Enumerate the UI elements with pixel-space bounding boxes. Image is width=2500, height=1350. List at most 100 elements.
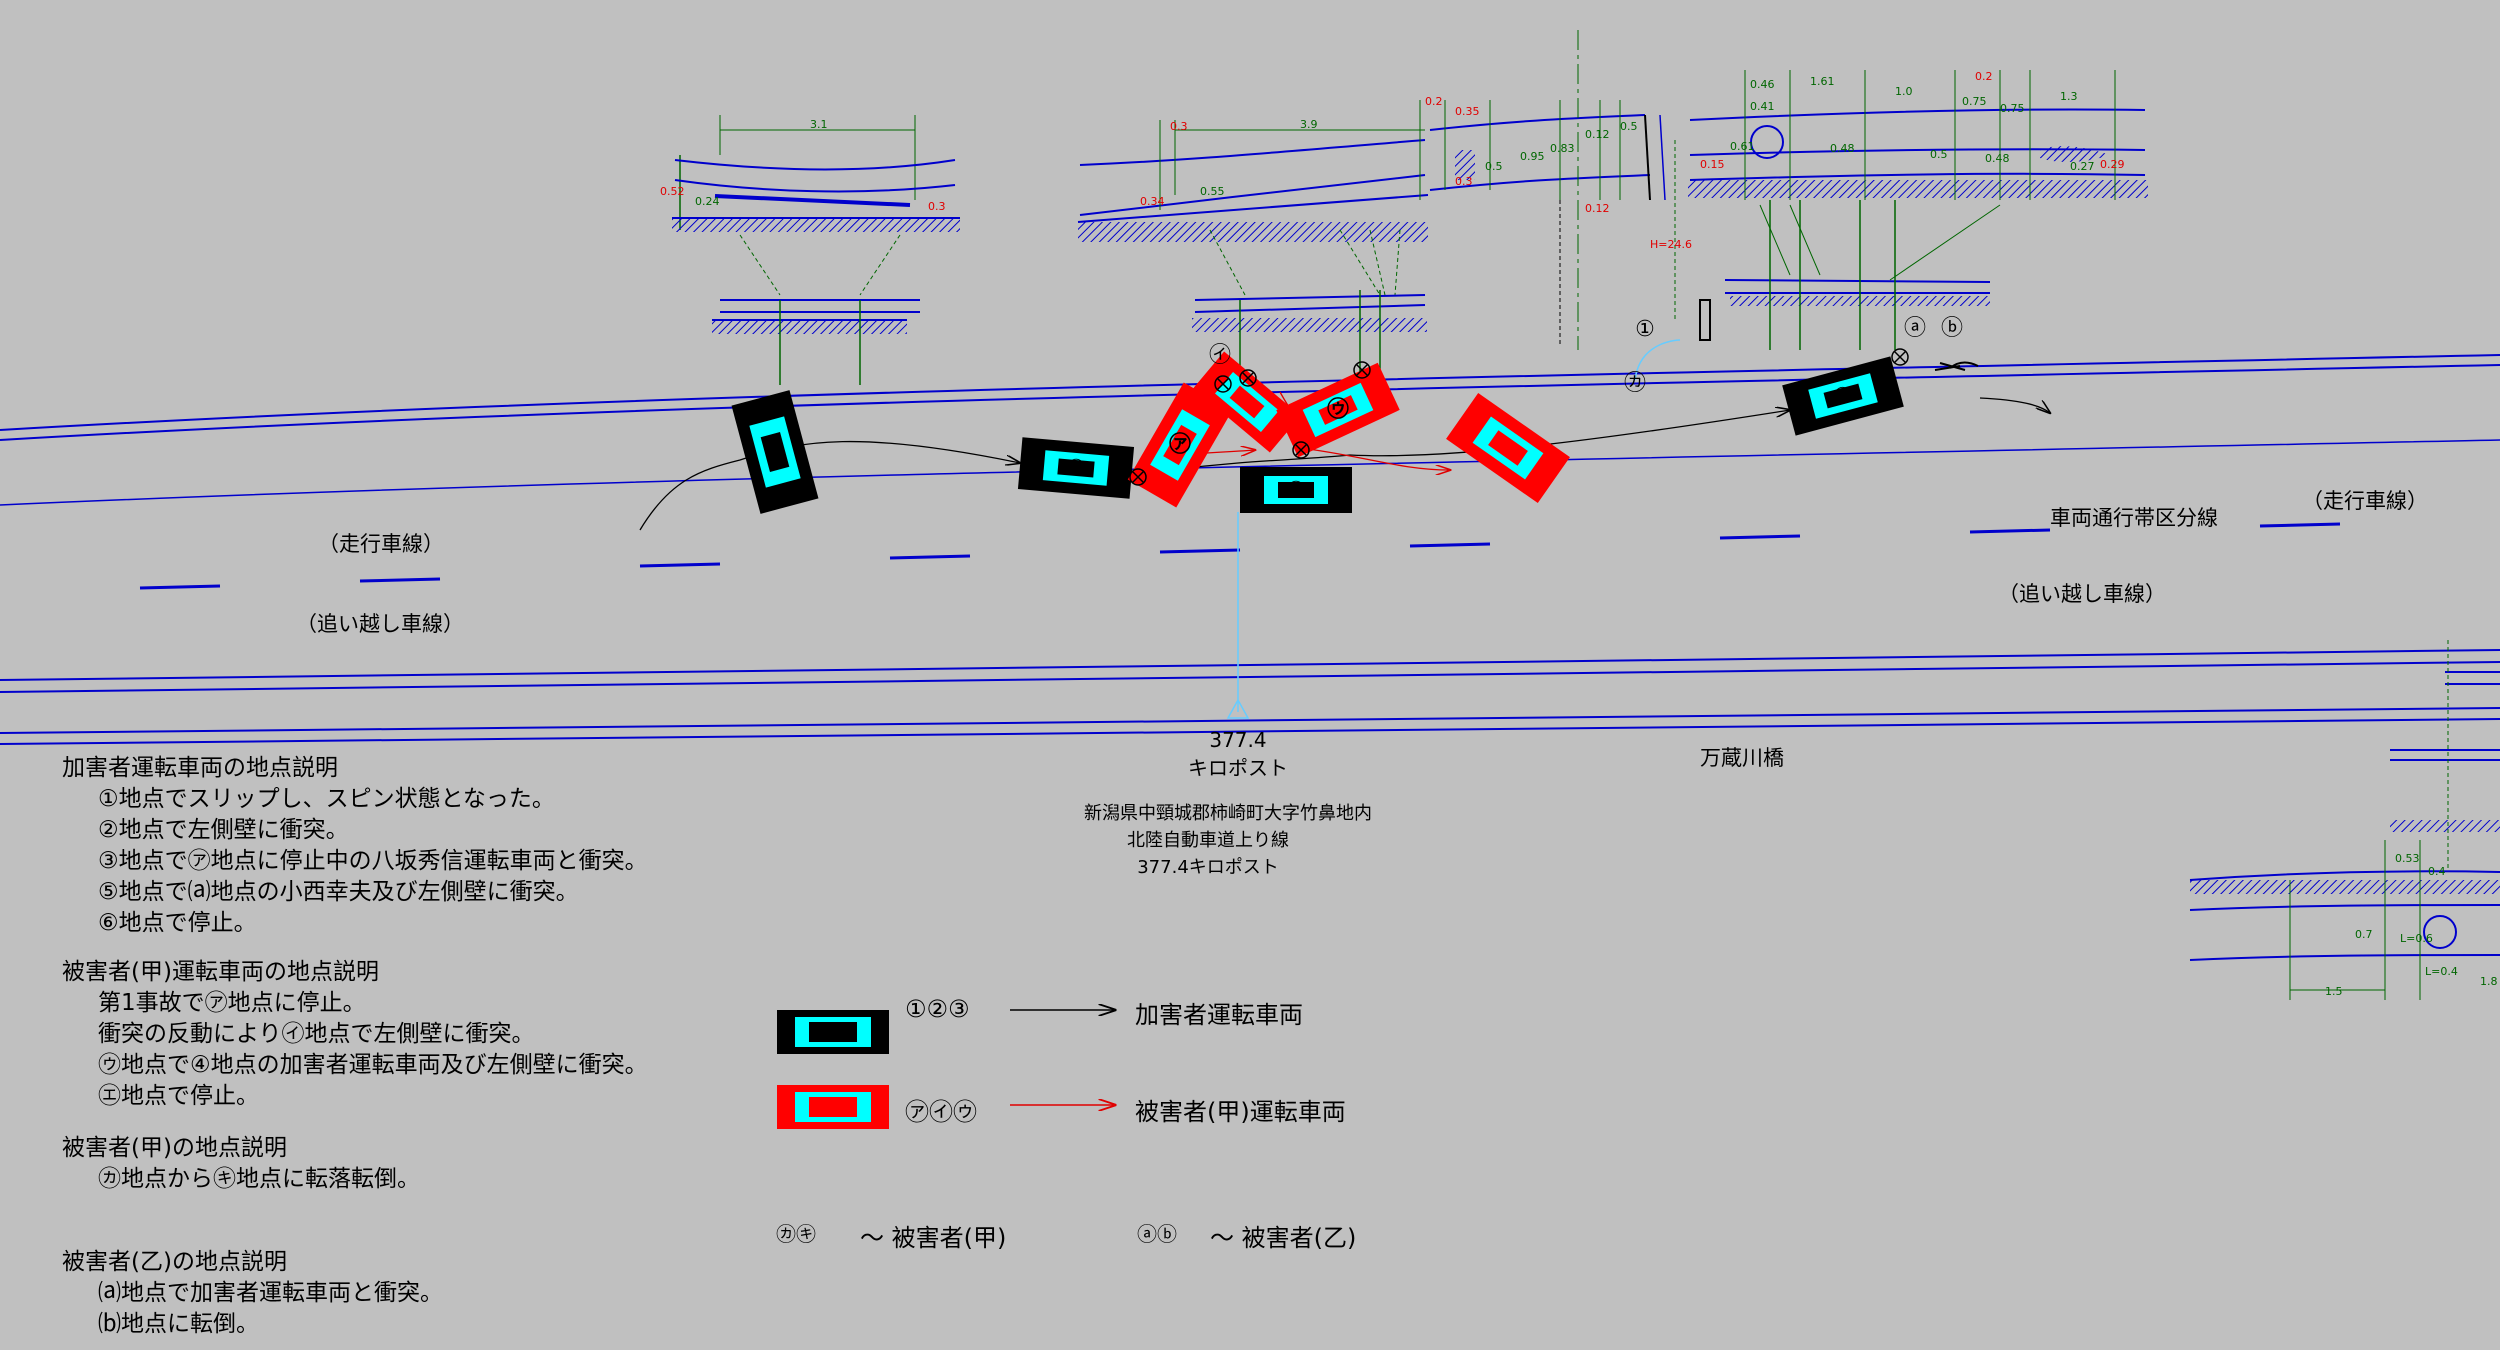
dim-d3-2: 0.5 bbox=[1485, 160, 1503, 173]
dim-d2-2: 0.34 bbox=[1140, 195, 1165, 208]
dim-d2-1: 3.9 bbox=[1300, 118, 1318, 131]
victim-car-a: ㋐ bbox=[1127, 382, 1233, 508]
dim-d4-14: 0.29 bbox=[2100, 158, 2125, 171]
cross-section-3: 0.2 0.35 0.5 0.3 0.95 0.83 0.12 0.5 0.12… bbox=[1419, 30, 1692, 350]
dim-d3-0: 0.2 bbox=[1425, 95, 1443, 108]
dim-d5-5: 1.5 bbox=[2325, 985, 2343, 998]
dim-d4-4: 0.75 bbox=[1962, 95, 1987, 108]
victim-a-vehicle-title: 被害者(甲)運転車両の地点説明 bbox=[62, 959, 379, 985]
key-person-a-label: ～ 被害者(甲) bbox=[860, 1224, 1007, 1252]
dim-d4-7: 1.3 bbox=[2060, 90, 2078, 103]
victim-a-line-1: ㋕地点から㋖地点に転落転倒。 bbox=[98, 1166, 420, 1192]
dim-d1-3: 0.3 bbox=[928, 200, 946, 213]
offender-car-2: ② bbox=[731, 390, 819, 514]
offender-car-3: ③ bbox=[1017, 437, 1135, 499]
collision-markers bbox=[1129, 348, 1909, 486]
label-right-passing: （追い越し車線） bbox=[1998, 582, 2166, 606]
dim-h: H=24.6 bbox=[1650, 238, 1692, 251]
dim-d4-6: 0.75 bbox=[2000, 102, 2025, 115]
dim-d1-2: 0.24 bbox=[695, 195, 720, 208]
offender-car-5: ⑤ bbox=[1782, 356, 1904, 436]
kilopost-triangle bbox=[1226, 698, 1250, 719]
key-person-a-marks: ㋕㋖ bbox=[776, 1222, 816, 1246]
dim-d4-11: 0.5 bbox=[1930, 148, 1948, 161]
offender-mark-3: ③ bbox=[1066, 455, 1087, 482]
dim-d5-2: 0.7 bbox=[2355, 928, 2373, 941]
dim-d3-4: 0.95 bbox=[1520, 150, 1545, 163]
victim-car-c: ㋒ bbox=[1276, 362, 1400, 458]
dim-d3-3: 0.3 bbox=[1455, 175, 1473, 188]
dim-d5-6: 1.8 bbox=[2480, 975, 2498, 988]
dim-d4-2: 0.41 bbox=[1750, 100, 1775, 113]
location-line-2: 北陸自動車道上り線 bbox=[1127, 830, 1289, 851]
victim-a-vehicle-line-3: ㋒地点で④地点の加害者運転車両及び左側壁に衝突。 bbox=[98, 1052, 648, 1078]
cross-section-2: 0.3 3.9 0.34 0.55 bbox=[1077, 118, 1429, 390]
victim-car-d bbox=[1446, 392, 1570, 504]
location-line-3: 377.4キロポスト bbox=[1137, 857, 1279, 878]
offender-line-3: ③地点で㋐地点に停止中の八坂秀信運転車両と衝突。 bbox=[98, 848, 648, 874]
key-offender-symbol bbox=[777, 1010, 889, 1054]
point-mark-1: ① bbox=[1635, 317, 1655, 342]
dim-d5-4: L=0.4 bbox=[2425, 965, 2458, 978]
dim-d3-7: 0.5 bbox=[1620, 120, 1638, 133]
point-mark-b: ⓑ bbox=[1941, 316, 1963, 341]
victim-a-vehicle-section: 被害者(甲)運転車両の地点説明 第1事故で㋐地点に停止。 衝突の反動により㋑地点… bbox=[62, 957, 648, 1112]
victim-mark-c: ㋒ bbox=[1327, 397, 1349, 423]
victim-b-title: 被害者(乙)の地点説明 bbox=[62, 1249, 287, 1275]
key-offender-label: 加害者運転車両 bbox=[1135, 1001, 1303, 1029]
dim-d4-8: 0.61 bbox=[1730, 140, 1755, 153]
dim-d4-9: 0.15 bbox=[1700, 158, 1725, 171]
dim-d1-1: 0.52 bbox=[660, 185, 685, 198]
victim-a-title: 被害者(甲)の地点説明 bbox=[62, 1135, 287, 1161]
key-person-b-label: ～ 被害者(乙) bbox=[1210, 1224, 1357, 1252]
victim-a-vehicle-line-4: ㋓地点で停止。 bbox=[98, 1083, 259, 1109]
lane-dashes bbox=[139, 522, 2341, 590]
victim-a-vehicle-line-2: 衝突の反動により㋑地点で左側壁に衝突。 bbox=[98, 1021, 535, 1047]
dim-d4-12: 0.48 bbox=[1985, 152, 2010, 165]
offender-section: 加害者運転車両の地点説明 ①地点でスリップし、スピン状態となった。 ②地点で左側… bbox=[62, 753, 648, 939]
victim-b-line-2: ⒝地点に転倒。 bbox=[98, 1311, 259, 1337]
offender-line-4: ⑤地点で⒜地点の小西幸夫及び左側壁に衝突。 bbox=[98, 879, 579, 905]
dim-d1-0: 3.1 bbox=[810, 118, 828, 131]
victim-b-section: 被害者(乙)の地点説明 ⒜地点で加害者運転車両と衝突。 ⒝地点に転倒。 bbox=[62, 1247, 443, 1340]
dim-d3-8: 0.12 bbox=[1585, 202, 1610, 215]
location-line-1: 新潟県中頸城郡柿崎町大字竹鼻地内 bbox=[1084, 803, 1372, 824]
label-left-running: （走行車線） bbox=[318, 532, 444, 556]
dim-d4-1: 1.61 bbox=[1810, 75, 1835, 88]
dim-d3-1: 0.35 bbox=[1455, 105, 1480, 118]
point-marks: ㋑ ① ㋕ ⓐ ⓑ bbox=[1209, 316, 1963, 396]
dim-d2-3: 0.55 bbox=[1200, 185, 1225, 198]
offender-line-1: ①地点でスリップし、スピン状態となった。 bbox=[98, 786, 555, 812]
label-left-passing: （追い越し車線） bbox=[296, 612, 464, 636]
person-figures bbox=[1699, 299, 1979, 371]
label-bridge: 万蔵川橋 bbox=[1700, 746, 1784, 770]
dim-d3-6: 0.12 bbox=[1585, 128, 1610, 141]
offender-line-2: ②地点で左側壁に衝突。 bbox=[98, 817, 349, 843]
victim-a-section: 被害者(甲)の地点説明 ㋕地点から㋖地点に転落転倒。 bbox=[62, 1133, 420, 1195]
cross-section-4: 0.46 1.61 0.41 1.0 0.75 0.2 0.75 1.3 0.6… bbox=[1688, 70, 2148, 350]
dim-d4-0: 0.46 bbox=[1750, 78, 1775, 91]
dim-d4-10: 0.48 bbox=[1830, 142, 1855, 155]
dim-d4-13: 0.27 bbox=[2070, 160, 2095, 173]
location-block: 新潟県中頸城郡柿崎町大字竹鼻地内 北陸自動車道上り線 377.4キロポスト bbox=[1068, 800, 1388, 881]
victim-a-vehicle-line-1: 第1事故で㋐地点に停止。 bbox=[98, 990, 366, 1016]
offender-section-title: 加害者運転車両の地点説明 bbox=[62, 755, 338, 781]
dim-d4-5: 0.2 bbox=[1975, 70, 1993, 83]
cross-section-5: 0.53 0.4 0.7 L=0.6 L=0.4 1.5 1.8 bbox=[2189, 640, 2500, 1000]
offender-car-4: ④ bbox=[1240, 467, 1352, 513]
point-mark-ka: ㋕ bbox=[1624, 371, 1646, 396]
cross-section-1: 3.1 0.52 0.24 0.3 bbox=[660, 115, 960, 385]
victim-mark-a: ㋐ bbox=[1169, 432, 1191, 458]
offender-line-5: ⑥地点で停止。 bbox=[98, 910, 257, 936]
victim-b-line-1: ⒜地点で加害者運転車両と衝突。 bbox=[98, 1280, 443, 1306]
dim-d4-3: 1.0 bbox=[1895, 85, 1913, 98]
label-lane-divider: 車両通行帯区分線 bbox=[2050, 506, 2218, 530]
key-victim-symbol bbox=[777, 1085, 889, 1129]
key-victim-marks: ㋐㋑㋒ bbox=[905, 1098, 977, 1126]
key-victim-label: 被害者(甲)運転車両 bbox=[1135, 1098, 1346, 1126]
dim-d5-1: 0.4 bbox=[2428, 865, 2446, 878]
dim-d2-0: 0.3 bbox=[1170, 120, 1188, 133]
kilopost-value: 377.4 bbox=[1209, 728, 1267, 752]
dim-d3-5: 0.83 bbox=[1550, 142, 1575, 155]
